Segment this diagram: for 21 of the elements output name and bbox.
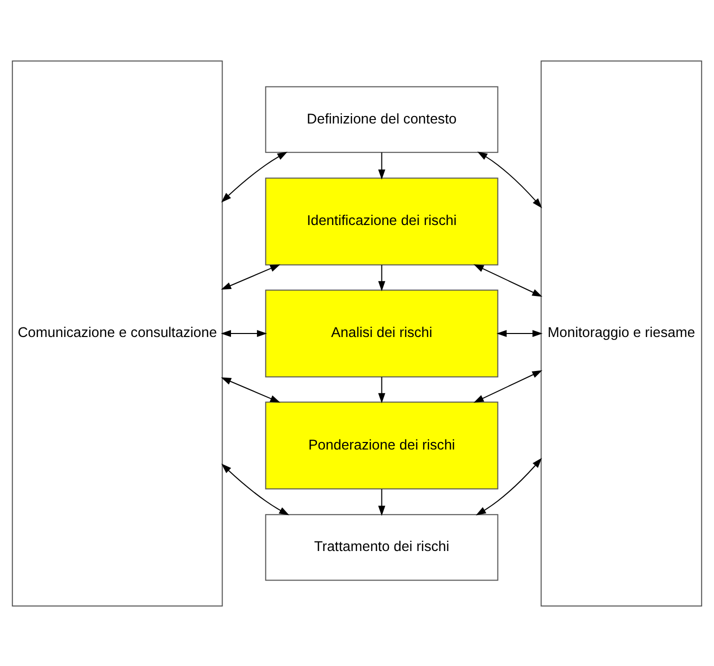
arrow [496,329,543,337]
arrow [378,264,386,291]
node-box: Definizione del contesto [265,86,498,152]
arrow [221,151,288,202]
arrow [474,264,542,296]
arrow [378,376,386,403]
arrow [378,152,386,180]
arrow [477,151,542,208]
arrow [221,463,290,515]
arrow [476,457,542,515]
arrow [221,264,280,290]
node-box: Monitoraggio e riesame [540,60,702,606]
node-box: Analisi dei rischi [265,289,498,377]
arrow [378,488,386,516]
node-box: Comunicazione e consultazione [12,60,223,606]
node-box: Trattamento dei rischi [265,514,498,580]
node-box: Ponderazione dei rischi [265,401,498,489]
node-box: Identificazione dei rischi [265,177,498,265]
arrow [220,329,268,337]
arrow [221,376,280,402]
arrow [474,370,542,402]
